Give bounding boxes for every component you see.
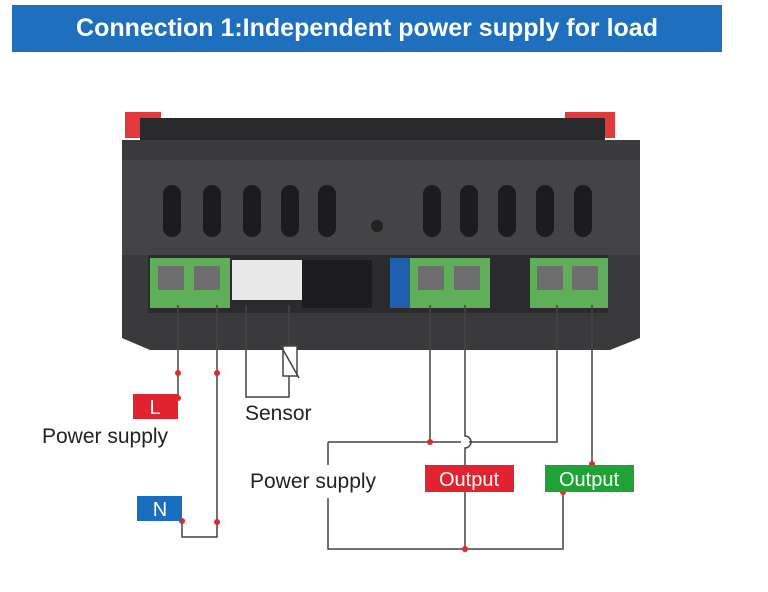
output-green-label: Output bbox=[559, 469, 619, 491]
output-red-label: Output bbox=[439, 469, 499, 491]
n-tag: N bbox=[137, 496, 182, 521]
controller-device bbox=[122, 112, 640, 350]
main-power-supply-label: Power supply bbox=[42, 425, 169, 448]
output-tag-red: Output bbox=[425, 465, 514, 492]
n-tag-label: N bbox=[153, 499, 167, 521]
wires bbox=[175, 305, 595, 552]
title-banner: Connection 1:Independent power supply fo… bbox=[12, 5, 722, 52]
sensor-connector bbox=[232, 260, 302, 300]
l-tag-label: L bbox=[149, 397, 160, 419]
sensor-label: Sensor bbox=[245, 402, 312, 425]
output-tag-green: Output bbox=[545, 465, 634, 492]
vent-slots bbox=[163, 185, 592, 237]
l-tag: L bbox=[133, 394, 178, 419]
load-power-supply-label: Power supply bbox=[250, 470, 377, 493]
